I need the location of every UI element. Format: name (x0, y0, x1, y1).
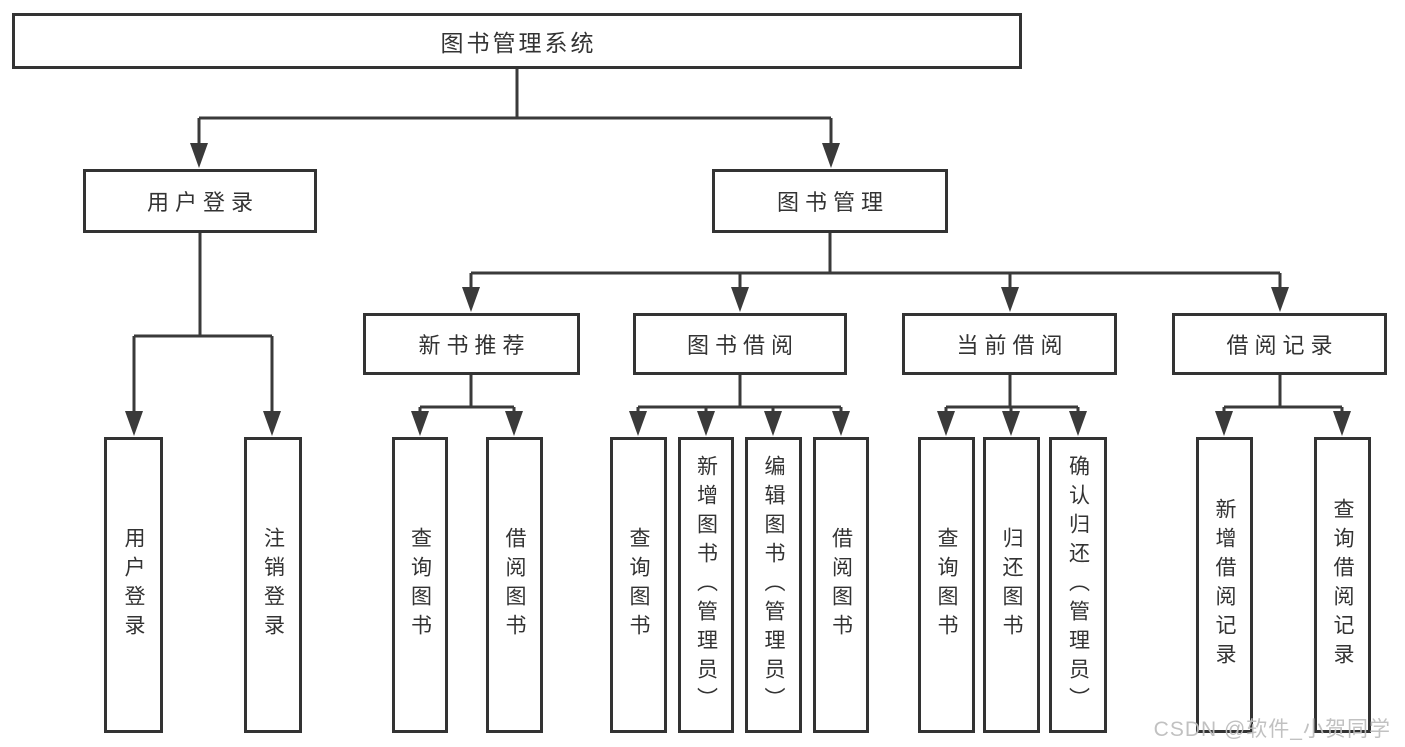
leaf-bb-borrow-books: 借阅图书 (813, 437, 869, 733)
node-current-borrowing: 当前借阅 (902, 313, 1117, 375)
leaf-user-login-label: 用户登录 (122, 527, 145, 643)
node-new-book-recommend: 新书推荐 (363, 313, 580, 375)
node-borrowing-records-label: 借阅记录 (1226, 333, 1339, 358)
leaf-br-add-record-label: 新增借阅记录 (1213, 498, 1236, 672)
node-book-borrowing: 图书借阅 (633, 313, 847, 375)
leaf-br-query-record: 查询借阅记录 (1314, 437, 1371, 733)
node-new-book-recommend-label: 新书推荐 (418, 333, 531, 358)
leaf-nbr-borrow-books: 借阅图书 (486, 437, 543, 733)
node-root-label: 图书管理系统 (440, 30, 597, 56)
leaf-bb-add-books-admin: 新增图书（管理员） (678, 437, 734, 733)
leaf-logout: 注销登录 (244, 437, 302, 733)
leaf-user-login: 用户登录 (104, 437, 163, 733)
node-book-borrowing-label: 图书借阅 (686, 333, 799, 358)
leaf-br-query-record-label: 查询借阅记录 (1331, 498, 1354, 672)
leaf-bb-add-books-admin-label: 新增图书（管理员） (694, 454, 718, 716)
node-root: 图书管理系统 (12, 13, 1022, 69)
leaf-nbr-query-books-label: 查询图书 (408, 527, 432, 643)
leaf-cb-return-books: 归还图书 (983, 437, 1040, 733)
arrowheads (125, 143, 1351, 436)
leaf-br-add-record: 新增借阅记录 (1196, 437, 1253, 733)
leaf-bb-edit-books-admin: 编辑图书（管理员） (745, 437, 802, 733)
node-book-management: 图书管理 (712, 169, 948, 233)
node-user-login-label: 用户登录 (146, 190, 259, 215)
leaf-cb-return-books-label: 归还图书 (1000, 527, 1023, 643)
node-book-management-label: 图书管理 (776, 190, 889, 215)
leaf-cb-confirm-return-admin-label: 确认归还（管理员） (1066, 454, 1090, 716)
leaf-cb-query-books: 查询图书 (918, 437, 975, 733)
leaf-nbr-borrow-books-label: 借阅图书 (503, 527, 526, 643)
leaf-bb-edit-books-admin-label: 编辑图书（管理员） (762, 454, 785, 716)
leaf-logout-label: 注销登录 (261, 527, 285, 643)
leaf-bb-query-books: 查询图书 (610, 437, 667, 733)
leaf-bb-query-books-label: 查询图书 (627, 527, 650, 643)
leaf-cb-query-books-label: 查询图书 (935, 527, 958, 643)
leaf-nbr-query-books: 查询图书 (392, 437, 448, 733)
watermark-text: CSDN @软件_小贺同学 (1153, 718, 1391, 741)
leaf-cb-confirm-return-admin: 确认归还（管理员） (1049, 437, 1107, 733)
leaf-bb-borrow-books-label: 借阅图书 (829, 527, 853, 643)
node-user-login: 用户登录 (83, 169, 317, 233)
node-borrowing-records: 借阅记录 (1172, 313, 1387, 375)
node-current-borrowing-label: 当前借阅 (956, 333, 1069, 358)
